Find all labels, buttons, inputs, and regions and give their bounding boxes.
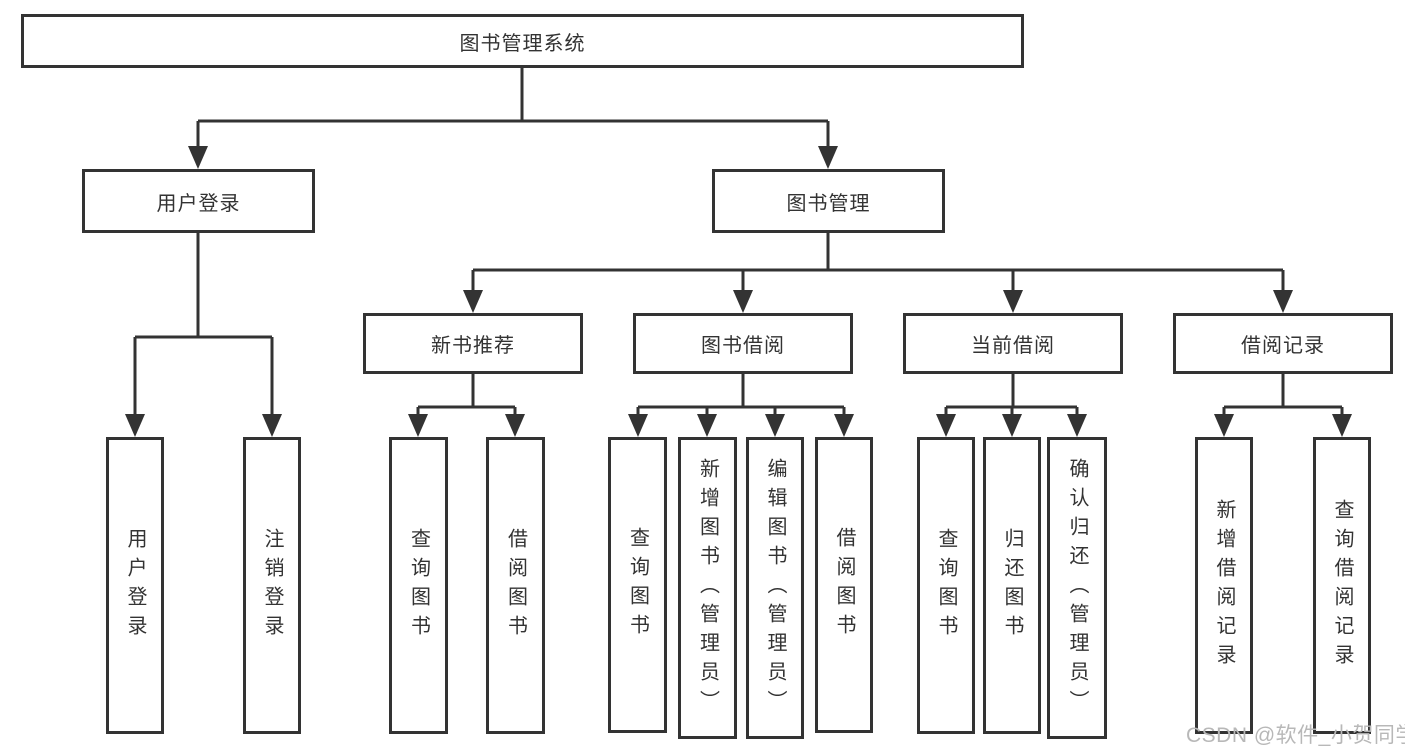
node-label: 借阅图书 — [833, 527, 855, 643]
node-label: 用户登录 — [156, 192, 241, 215]
node-label: 借阅图书 — [504, 527, 527, 644]
node-current-borrowing: 当前借阅 — [903, 313, 1123, 374]
leaf-add-borrow-record: 新增借阅记录 — [1195, 437, 1253, 734]
leaf-user-login: 用户登录 — [106, 437, 164, 734]
leaf-recommend-borrow-books: 借阅图书 — [486, 437, 545, 734]
leaf-return-books: 归还图书 — [983, 437, 1041, 734]
leaf-logout: 注销登录 — [243, 437, 301, 734]
node-label: 借阅记录 — [1241, 335, 1325, 357]
node-label: 图书借阅 — [701, 335, 785, 357]
leaf-add-books-admin: 新增图书（管理员） — [678, 437, 737, 739]
node-label: 查询借阅记录 — [1331, 498, 1353, 673]
node-label: 注销登录 — [261, 527, 283, 644]
node-book-management-module: 图书管理 — [712, 169, 945, 233]
node-label: 确认归还（管理员） — [1066, 457, 1088, 719]
csdn-watermark: CSDN @软件_小贺同学 — [1186, 724, 1405, 747]
node-label: 图书管理系统 — [459, 32, 586, 55]
node-label: 当前借阅 — [971, 335, 1055, 357]
leaf-query-borrow-record: 查询借阅记录 — [1313, 437, 1371, 734]
leaf-edit-books-admin: 编辑图书（管理员） — [746, 437, 804, 739]
node-borrowing-records: 借阅记录 — [1173, 313, 1393, 374]
node-label: 新书推荐 — [431, 335, 515, 357]
leaf-recommend-query-books: 查询图书 — [389, 437, 448, 734]
node-label: 归还图书 — [1001, 527, 1023, 644]
node-root-library-system: 图书管理系统 — [21, 14, 1024, 68]
leaf-borrow-books: 借阅图书 — [815, 437, 873, 733]
node-label: 图书管理 — [786, 192, 871, 215]
leaf-borrow-query-books: 查询图书 — [608, 437, 667, 733]
node-label: 查询图书 — [935, 527, 957, 644]
node-book-borrowing: 图书借阅 — [633, 313, 853, 374]
node-label: 新增借阅记录 — [1213, 498, 1235, 673]
node-label: 用户登录 — [124, 527, 146, 644]
node-label: 编辑图书（管理员） — [764, 457, 786, 719]
leaf-confirm-return-admin: 确认归还（管理员） — [1047, 437, 1107, 739]
node-label: 查询图书 — [407, 527, 430, 644]
node-label: 查询图书 — [626, 527, 649, 643]
node-user-login-module: 用户登录 — [82, 169, 315, 233]
leaf-current-query-books: 查询图书 — [917, 437, 975, 734]
node-label: 新增图书（管理员） — [696, 457, 719, 719]
node-new-book-recommendation: 新书推荐 — [363, 313, 583, 374]
